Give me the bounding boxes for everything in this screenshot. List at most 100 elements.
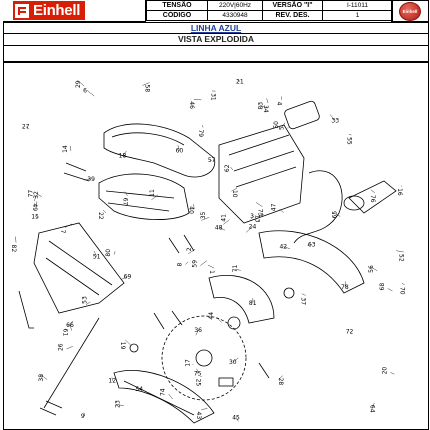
badge-cell: Einhell: [391, 0, 429, 22]
part-number-label: 52: [398, 254, 405, 262]
callout-leader: [64, 223, 73, 228]
part-number-label: 67: [122, 198, 129, 206]
part-number-label: 7: [59, 230, 66, 234]
callout-leader: [329, 114, 336, 121]
part-number-label: 57: [208, 157, 216, 164]
callout-leader: [40, 374, 48, 380]
spec-row: TENSÃO 220V|60Hz VERSÃO "I" I-11011: [146, 0, 393, 11]
callout-leader: [259, 105, 267, 108]
callout-leader: [278, 375, 283, 380]
callout-leader: [216, 317, 222, 323]
part-number-label: 54: [135, 386, 143, 393]
callout-leader: [390, 372, 395, 375]
part-number-label: 78: [341, 284, 349, 291]
part-number-label: 58: [144, 85, 151, 93]
part-number-label: 55: [345, 137, 352, 145]
spacer-row: [3, 46, 429, 62]
callout-leader: [307, 244, 312, 246]
callout-leader: [69, 145, 72, 151]
callout-leader: [33, 195, 37, 202]
callout-leader: [237, 79, 241, 82]
part-number-label: 50: [273, 121, 280, 129]
part-number-label: 6: [83, 87, 87, 94]
revision-value: 1: [322, 10, 393, 21]
callout-leader: [66, 346, 73, 350]
part-number-label: 12: [108, 378, 116, 385]
callout-leader: [250, 215, 255, 220]
part-number-label: 72: [346, 329, 354, 336]
part-number-label: 26: [58, 343, 65, 351]
part-number-label: 71: [232, 265, 239, 273]
part-number-label: 46: [188, 101, 195, 109]
part-number-label: 35: [200, 211, 207, 219]
callout-leader: [69, 324, 72, 331]
part-number-label: 60: [176, 148, 184, 155]
part-number-label: 38: [38, 374, 45, 382]
callout-leader: [25, 126, 30, 130]
part-number-label: 70: [399, 287, 406, 295]
part-number-label: 51: [93, 254, 101, 261]
callout-leader: [83, 178, 92, 181]
part-number-label: 53: [81, 296, 88, 304]
brand-seal-icon: Einhell: [399, 1, 421, 21]
callout-leader: [196, 368, 198, 374]
callout-leader: [35, 216, 39, 219]
part-number-label: 2: [186, 247, 193, 251]
part-number-label: 76: [369, 195, 376, 203]
line-title: LINHA AZUL: [3, 22, 429, 34]
callout-leader: [113, 251, 116, 255]
callout-leader: [177, 145, 180, 151]
exploded-view-svg: 1234567891011121314151617181920212223242…: [10, 78, 406, 424]
callout-leader: [67, 320, 74, 327]
part-number-label: 15: [31, 213, 39, 220]
part-number-label: 13: [254, 215, 261, 223]
voltage-label: TENSÃO: [146, 0, 208, 11]
part-number-label: 59: [191, 260, 198, 268]
part-number-label: 49: [31, 203, 38, 211]
part-number-label: 25: [194, 379, 201, 387]
part-number-label: 19: [119, 342, 126, 350]
callout-leader: [283, 246, 291, 249]
handle-housing-drawing: [103, 123, 216, 178]
part-number-label: 66: [66, 322, 74, 329]
part-number-label: 69: [124, 274, 132, 281]
callout-leader: [102, 209, 107, 213]
callout-leader: [185, 261, 189, 265]
part-number-label: 31: [210, 93, 217, 101]
bottom-guard-drawing: [113, 370, 215, 424]
part-number-label: 45: [232, 414, 240, 421]
callout-leader: [266, 98, 269, 104]
callout-leader: [121, 276, 128, 280]
version-value: I-11011: [322, 0, 393, 11]
logo-cell: Einhell: [3, 0, 146, 22]
part-number-label: 4: [276, 102, 283, 106]
base-plate-drawing: [33, 222, 125, 314]
callout-leader: [139, 387, 142, 390]
callout-leader: [333, 212, 341, 217]
callout-leader: [245, 226, 253, 233]
callout-leader: [259, 212, 264, 215]
part-number-label: 82: [10, 245, 17, 253]
rotor-drawing: [348, 180, 397, 214]
spec-row: CÓDIGO 4330948 REV. DES. 1: [146, 10, 393, 21]
part-number-label: 40: [188, 206, 195, 214]
callout-leader: [279, 209, 284, 213]
callout-leader: [168, 393, 173, 400]
callout-leader: [193, 99, 202, 101]
part-number-label: 73: [257, 209, 264, 217]
callout-leader: [223, 219, 230, 225]
callout-leader: [230, 166, 234, 171]
part-number-label: 23: [115, 400, 122, 408]
part-number-label: 44: [208, 312, 215, 320]
callout-leader: [218, 227, 226, 231]
part-number-label: 42: [279, 244, 287, 251]
part-number-label: 11: [149, 189, 156, 197]
part-number-label: 83: [257, 102, 264, 110]
part-number-label: 79: [197, 129, 204, 137]
spec-table: TENSÃO 220V|60Hz VERSÃO "I" I-11011 CÓDI…: [146, 0, 393, 21]
code-value: 4330948: [207, 10, 263, 21]
part-number-label: 64: [368, 405, 375, 413]
callout-leader: [348, 133, 352, 136]
part-number-label: 29: [75, 80, 82, 88]
